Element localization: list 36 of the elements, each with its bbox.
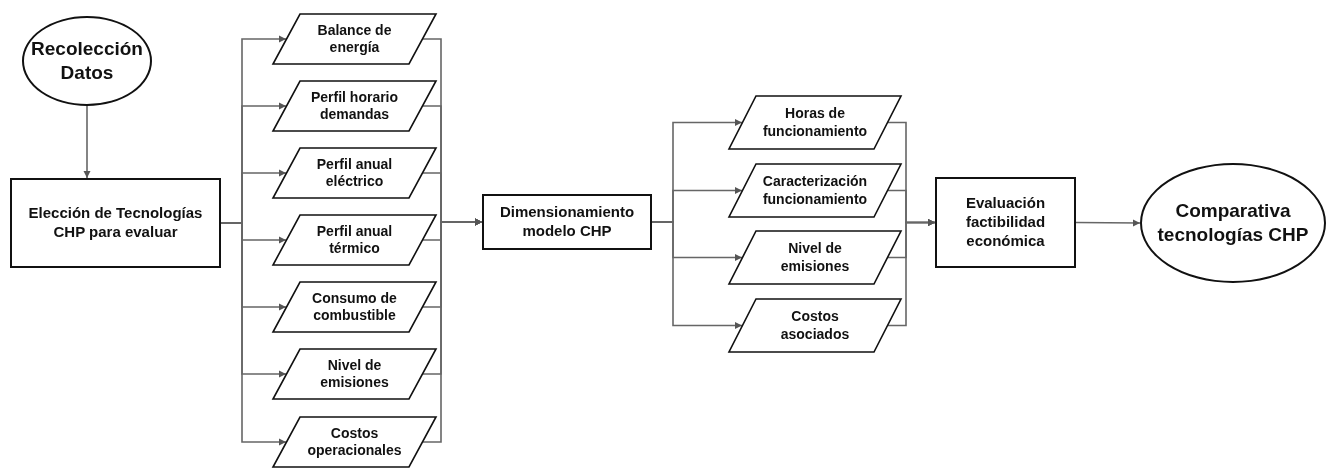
node-label: Comparativa tecnologías CHP <box>1156 199 1310 247</box>
node-label: Perfil anual térmico <box>315 222 394 258</box>
node-label: Consumo de combustible <box>311 289 398 325</box>
node-label: Horas de funcionamiento <box>761 105 869 140</box>
process-box <box>482 194 652 250</box>
data-parallelogram <box>272 416 437 468</box>
node-label: Nivel de emisiones <box>779 240 851 275</box>
node-label: Caracterización funcionamiento <box>761 173 869 208</box>
node-label: Elección de Tecnologías CHP para evaluar <box>27 204 204 242</box>
arrow <box>220 222 287 446</box>
data-parallelogram <box>272 214 437 266</box>
data-parallelogram <box>272 13 437 65</box>
arrow <box>422 218 483 443</box>
node-label: Costos asociados <box>779 308 851 343</box>
node-label: Nivel de emisiones <box>319 356 390 392</box>
data-parallelogram <box>728 230 902 285</box>
node-label: Perfil anual eléctrico <box>315 155 394 191</box>
node-label: Balance de energía <box>316 21 393 57</box>
arrow <box>887 219 936 327</box>
data-parallelogram <box>272 281 437 333</box>
arrow <box>83 105 91 179</box>
process-box <box>935 177 1076 268</box>
arrow <box>1075 219 1141 227</box>
data-parallelogram <box>272 147 437 199</box>
node-label: Dimensionamiento modelo CHP <box>498 203 636 241</box>
data-parallelogram <box>728 298 902 353</box>
node-label: Perfil horario demandas <box>309 88 400 124</box>
process-box <box>10 178 221 268</box>
node-label: Evaluación factibilidad económica <box>964 194 1047 251</box>
data-parallelogram <box>728 163 902 218</box>
node-label: Recolección Datos <box>30 37 144 85</box>
node-label: Costos operacionales <box>306 424 403 460</box>
data-parallelogram <box>272 348 437 400</box>
data-parallelogram <box>272 80 437 132</box>
arrow <box>651 221 743 329</box>
data-parallelogram <box>728 95 902 150</box>
